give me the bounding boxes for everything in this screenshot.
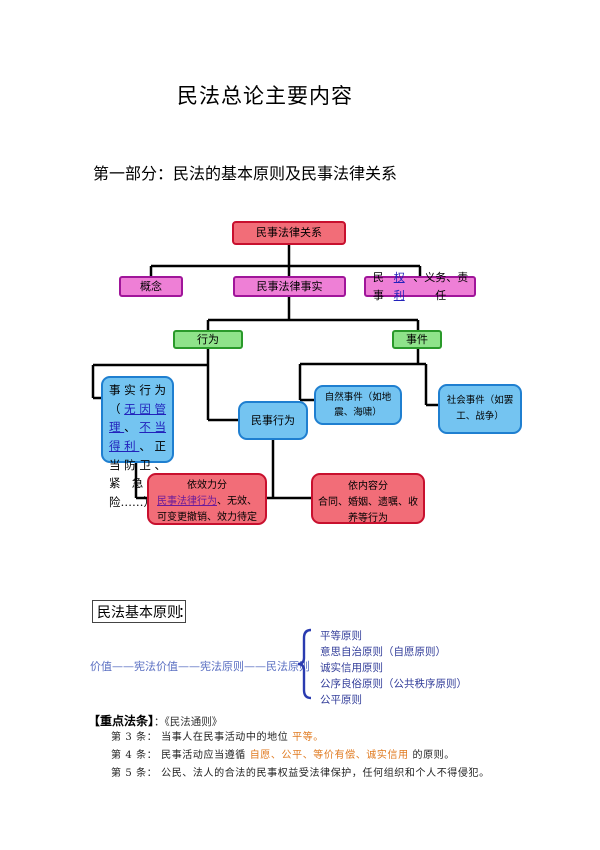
- principles-heading: 民法基本原则: [92, 600, 186, 623]
- principle-item: 平等原则: [320, 630, 362, 642]
- node-rights-duties: 民事权利、义务、责任: [364, 271, 476, 302]
- node-factual-act: 事实行为（无因管理、不当得利、正当防卫、紧急避险……）: [101, 376, 174, 509]
- principle-item: 诚实信用原则: [320, 662, 383, 674]
- diagram-connectors: [91, 245, 438, 500]
- value-chain: 价值——宪法价值——宪法原则——民法原则: [90, 660, 310, 673]
- article-line: 第 4 条： 民事活动应当遵循 自愿、公平、等价有偿、诚实信用 的原则。: [111, 750, 455, 761]
- article-line: 第 3 条： 当事人在民事活动中的地位 平等。: [111, 732, 324, 743]
- principle-item: 公序良俗原则（公共秩序原则）: [320, 678, 467, 690]
- principle-item: 意思自治原则（自愿原则）: [320, 646, 446, 658]
- node-event: 事件: [392, 330, 442, 349]
- node-by-validity: 依效力分 民事法律行为、无效、可变更撤销、效力待定: [147, 473, 267, 525]
- principle-item: 公平原则: [320, 694, 362, 706]
- key-articles-title: 【重点法条】：《民法通则》: [88, 714, 223, 728]
- page-title: 民法总论主要内容: [177, 84, 353, 108]
- node-by-content: 依内容分 合同、婚姻、遗嘱、收养等行为: [311, 473, 425, 524]
- node-natural-event: 自然事件（如地震、海啸）: [314, 385, 402, 425]
- brace-icon: [297, 628, 312, 700]
- node-civil-legal-relation: 民事法律关系: [232, 221, 346, 245]
- node-act: 行为: [173, 330, 243, 349]
- section-heading: 第一部分：民法的基本原则及民事法律关系: [93, 164, 398, 183]
- principles-colon: ：: [178, 605, 192, 621]
- node-civil-act: 民事行为: [238, 401, 308, 440]
- node-legal-fact: 民事法律事实: [233, 276, 346, 297]
- article-line: 第 5 条： 公民、法人的合法的民事权益受法律保护，任何组织和个人不得侵犯。: [111, 768, 490, 779]
- node-social-event: 社会事件（如罢工、战争）: [438, 384, 522, 434]
- node-concept: 概念: [119, 276, 183, 297]
